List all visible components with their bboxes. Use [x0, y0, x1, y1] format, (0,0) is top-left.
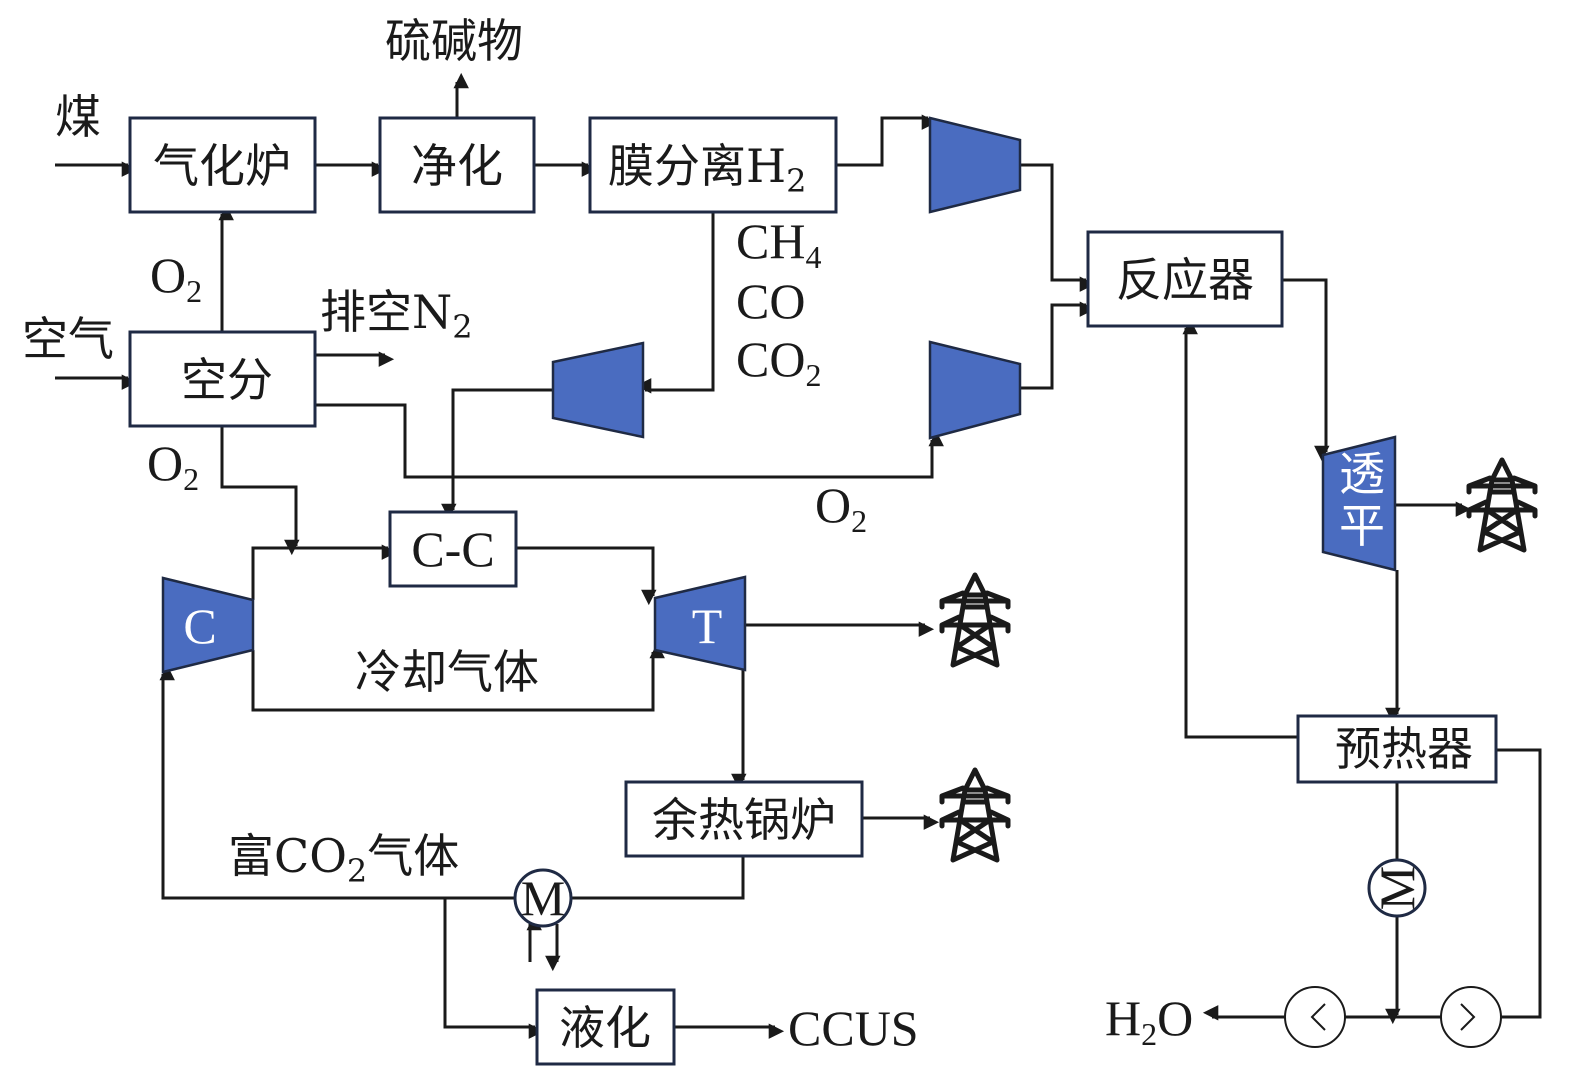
- vent-n2-label: 排空N2: [320, 285, 473, 346]
- turbine-t: T: [653, 575, 747, 672]
- box-purify: 净化: [378, 116, 536, 214]
- sulfur-alkali-label: 硫碱物: [385, 14, 523, 68]
- o2-compressor: [928, 340, 1022, 440]
- co2-label: CO2: [736, 331, 821, 393]
- gasifier-label: 气化炉: [153, 139, 291, 193]
- motor-2: M: [1367, 858, 1427, 918]
- flow-lines: [55, 72, 1542, 1039]
- preheater-to-reactor-arrow: [1182, 318, 1298, 739]
- liquefy-label: 液化: [559, 1001, 651, 1055]
- box-liquefy: 液化: [535, 988, 676, 1066]
- co-label: CO: [736, 273, 805, 329]
- reactor-to-turbine-arrow: [1282, 278, 1330, 462]
- h2-to-compressor-arrow: [836, 114, 938, 167]
- pump-left: [1284, 986, 1346, 1048]
- o2-to-cc-arrow: [220, 426, 300, 556]
- motor-1-label: M: [521, 870, 565, 926]
- h2-compressor: [928, 116, 1022, 214]
- box-gasifier: 气化炉: [128, 116, 317, 214]
- ccus-label: CCUS: [788, 1000, 919, 1056]
- o2-to-compressor2-arrow: [315, 403, 944, 479]
- h2o-label: H2O: [1105, 990, 1193, 1052]
- compressor-c: C: [161, 576, 255, 674]
- co2-to-liquefy-arrow: [443, 898, 545, 1039]
- o2-left-label: O2: [147, 435, 199, 497]
- tailgas-to-compressor-arrow: [635, 212, 715, 394]
- turbine-t-label: T: [692, 598, 723, 654]
- o2-mid-label: O2: [815, 477, 867, 539]
- compressor2-to-reactor-arrow: [1020, 301, 1096, 390]
- turbine-2: 透 平: [1321, 435, 1397, 572]
- compressor-to-cc-arrow: [441, 388, 553, 520]
- coal-label: 煤: [55, 90, 101, 144]
- compressor-c-label: C: [183, 598, 216, 654]
- box-membrane: 膜分离H2: [588, 116, 838, 214]
- cooling-gas-label: 冷却气体: [355, 645, 539, 699]
- turbine2-label-1: 透: [1339, 447, 1385, 501]
- cc-label: C-C: [411, 521, 494, 577]
- box-reactor: 反应器: [1086, 230, 1284, 328]
- air-label: 空气: [22, 312, 114, 366]
- co2-rich-gas-label: 富CO2气体: [228, 829, 459, 890]
- co2-recycle-arrow: [159, 664, 515, 900]
- preheater-water-arrow: [1202, 748, 1542, 1021]
- compressor1-to-reactor-arrow: [1020, 163, 1096, 292]
- power-tower-icon: [942, 575, 1008, 665]
- motor-1: M: [513, 868, 573, 928]
- box-cc: C-C: [388, 510, 518, 588]
- asu-label: 空分: [181, 353, 273, 407]
- tailgas-compressor: [551, 341, 645, 439]
- preheater-label: 预热器: [1335, 722, 1473, 776]
- box-hrsg: 余热锅炉: [624, 780, 864, 858]
- o2-top-label: O2: [150, 247, 202, 309]
- turbine2-label-2: 平: [1339, 499, 1385, 553]
- motor-2-label: M: [1369, 866, 1425, 910]
- purify-label: 净化: [411, 139, 503, 193]
- box-preheater: 预热器: [1296, 714, 1498, 784]
- compressor-c-to-cc-arrow: [251, 544, 398, 600]
- power-tower-icon: [942, 770, 1008, 860]
- reactor-label: 反应器: [1116, 253, 1254, 307]
- cc-to-turbine-arrow: [516, 546, 657, 606]
- ch4-label: CH4: [736, 213, 821, 275]
- hrsg-label: 余热锅炉: [652, 793, 836, 847]
- power-tower-icon: [1469, 460, 1535, 550]
- cooling-gas-arrow: [251, 642, 665, 712]
- pump-right: [1440, 986, 1502, 1048]
- box-asu: 空分: [128, 330, 317, 428]
- hrsg-exhaust-line: [572, 856, 745, 900]
- membrane-label: 膜分离H2: [608, 139, 806, 200]
